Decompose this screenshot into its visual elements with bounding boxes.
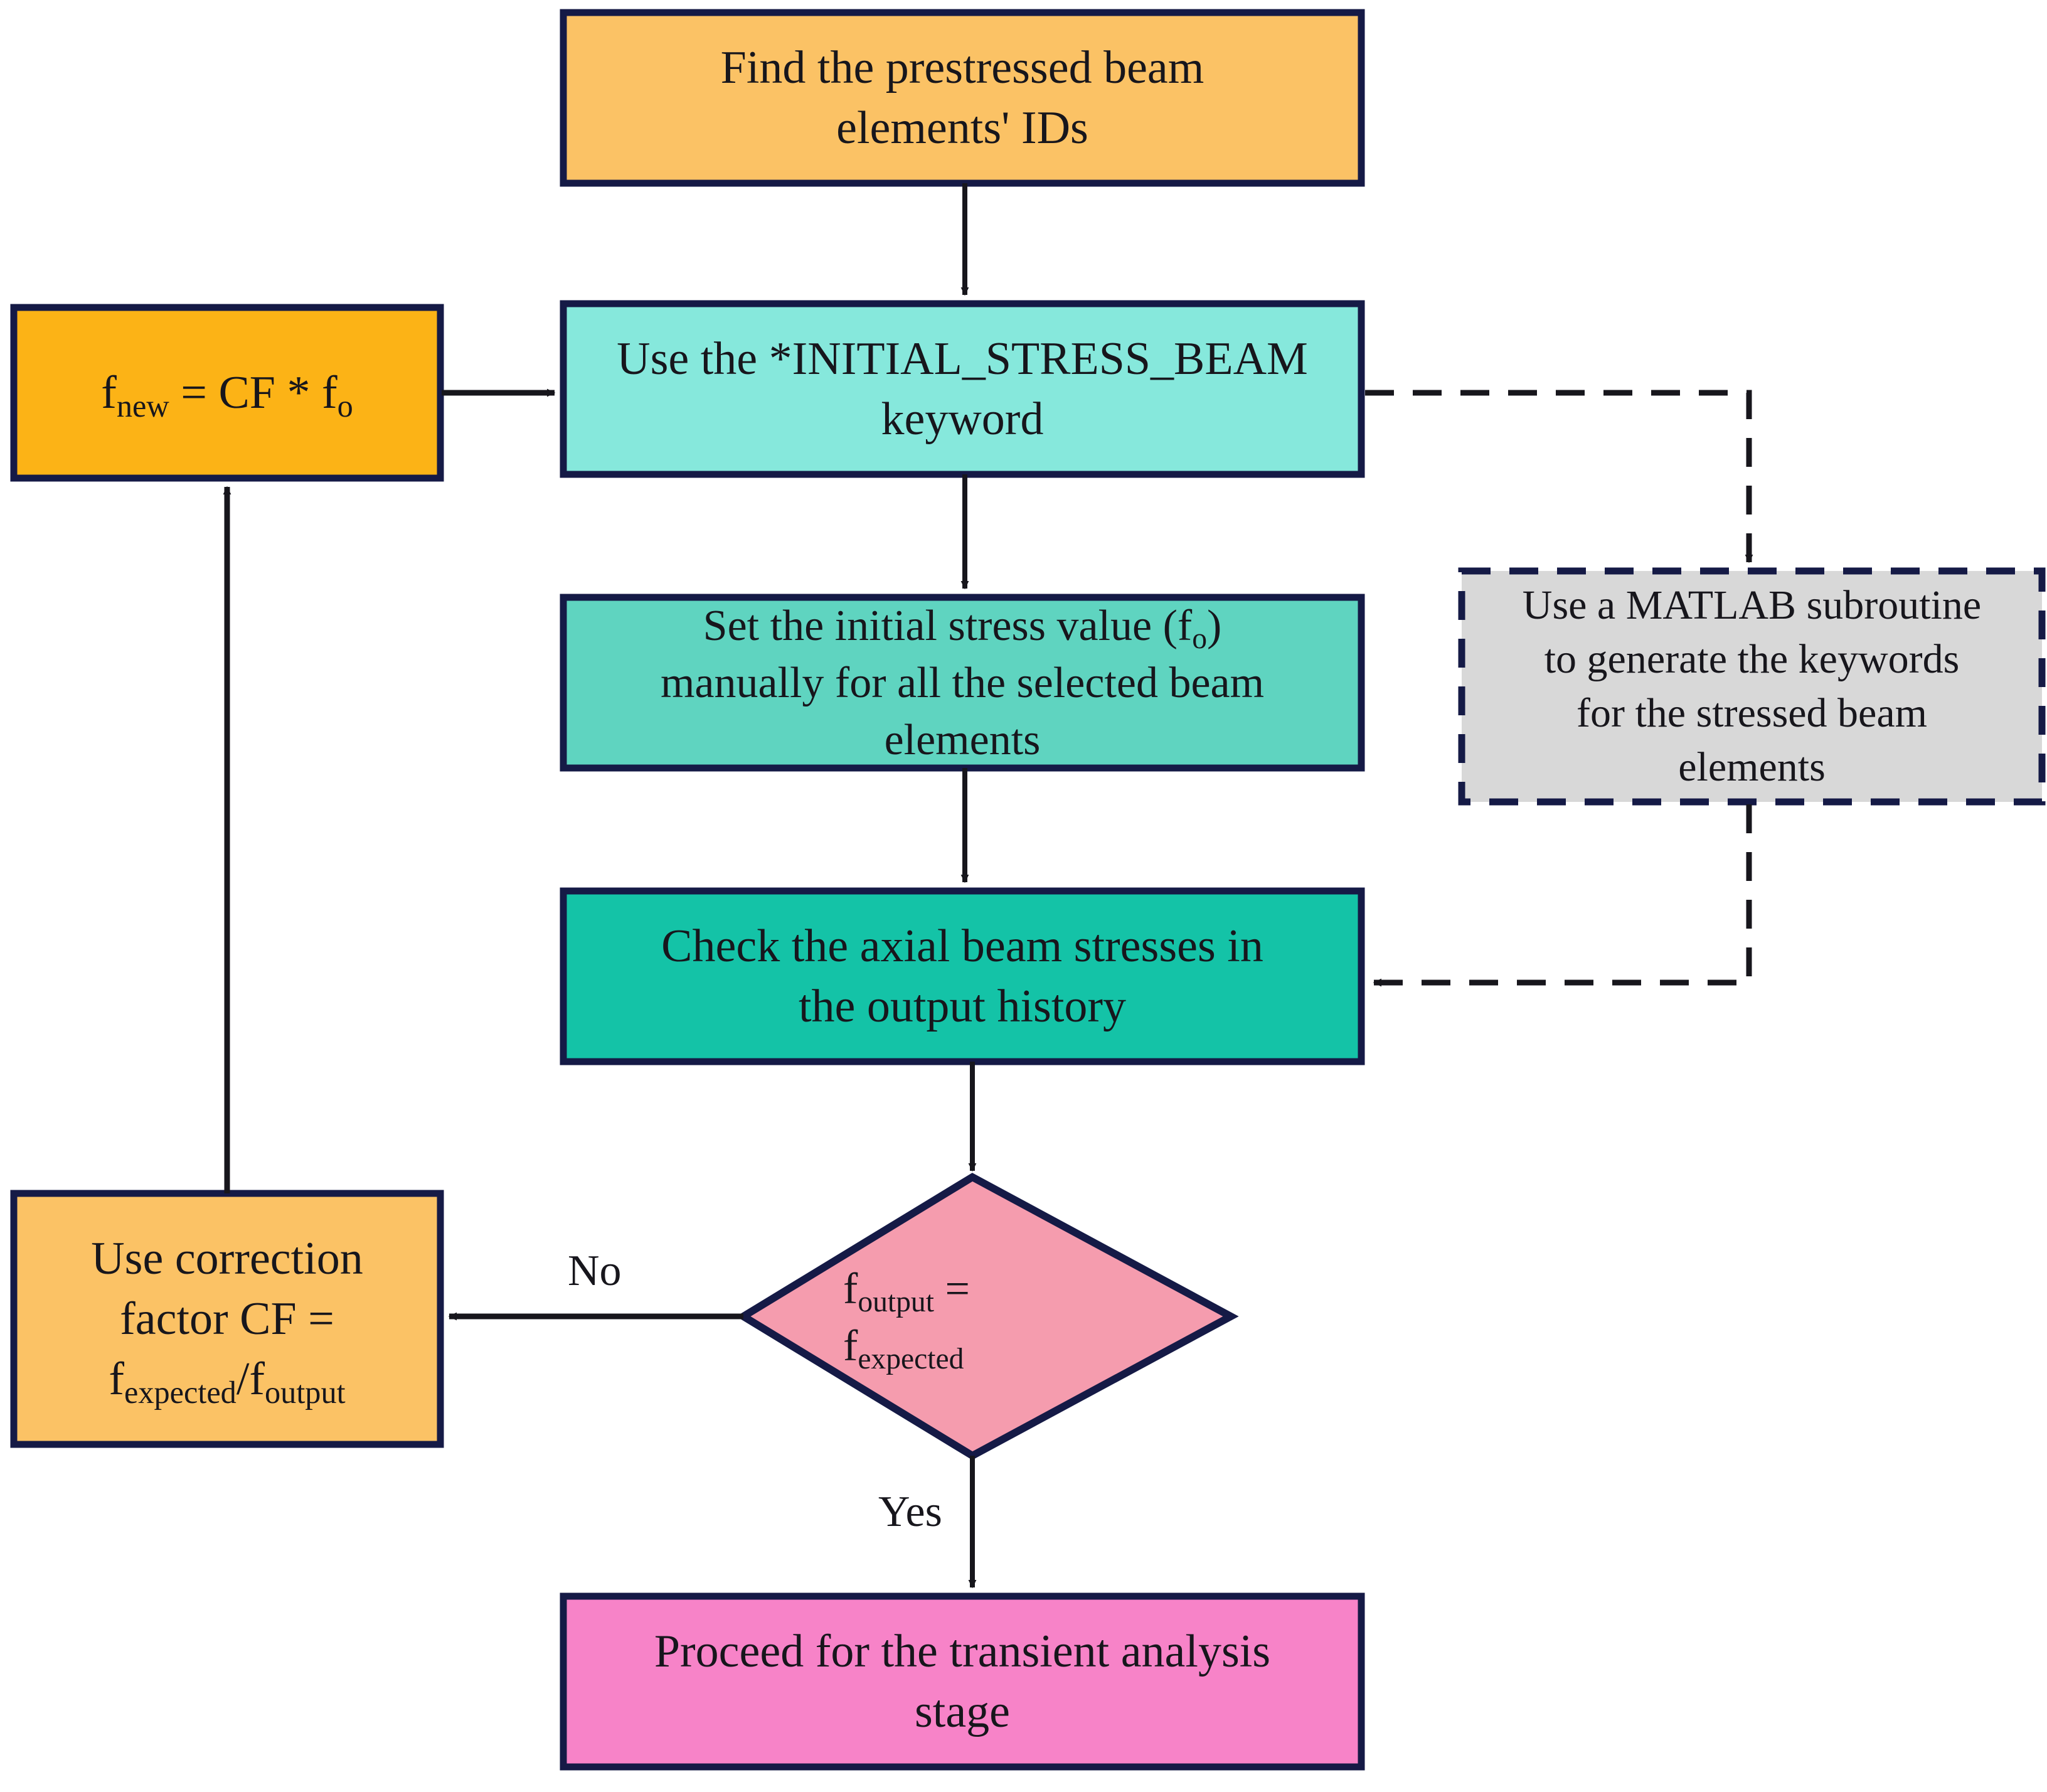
node-initial-stress-keyword-shape[interactable] — [560, 300, 1365, 478]
edge-label-yes: Yes — [878, 1488, 942, 1536]
edge-keyword-to-matlab-dashed — [1365, 390, 1753, 563]
edge-matlab-to-check-dashed — [1373, 804, 1752, 987]
node-correction-factor-shape[interactable] — [10, 1190, 444, 1448]
node-find-ids-shape[interactable] — [560, 9, 1365, 187]
node-matlab-subroutine-shape[interactable] — [1458, 567, 2046, 806]
node-check-stresses-shape[interactable] — [560, 887, 1365, 1065]
node-decision-shape[interactable] — [736, 1173, 1239, 1460]
node-f-new-shape[interactable] — [10, 304, 444, 482]
edge-label-no: No — [568, 1247, 622, 1295]
node-proceed-shape[interactable] — [560, 1592, 1365, 1771]
node-set-initial-stress-shape[interactable] — [560, 594, 1365, 772]
